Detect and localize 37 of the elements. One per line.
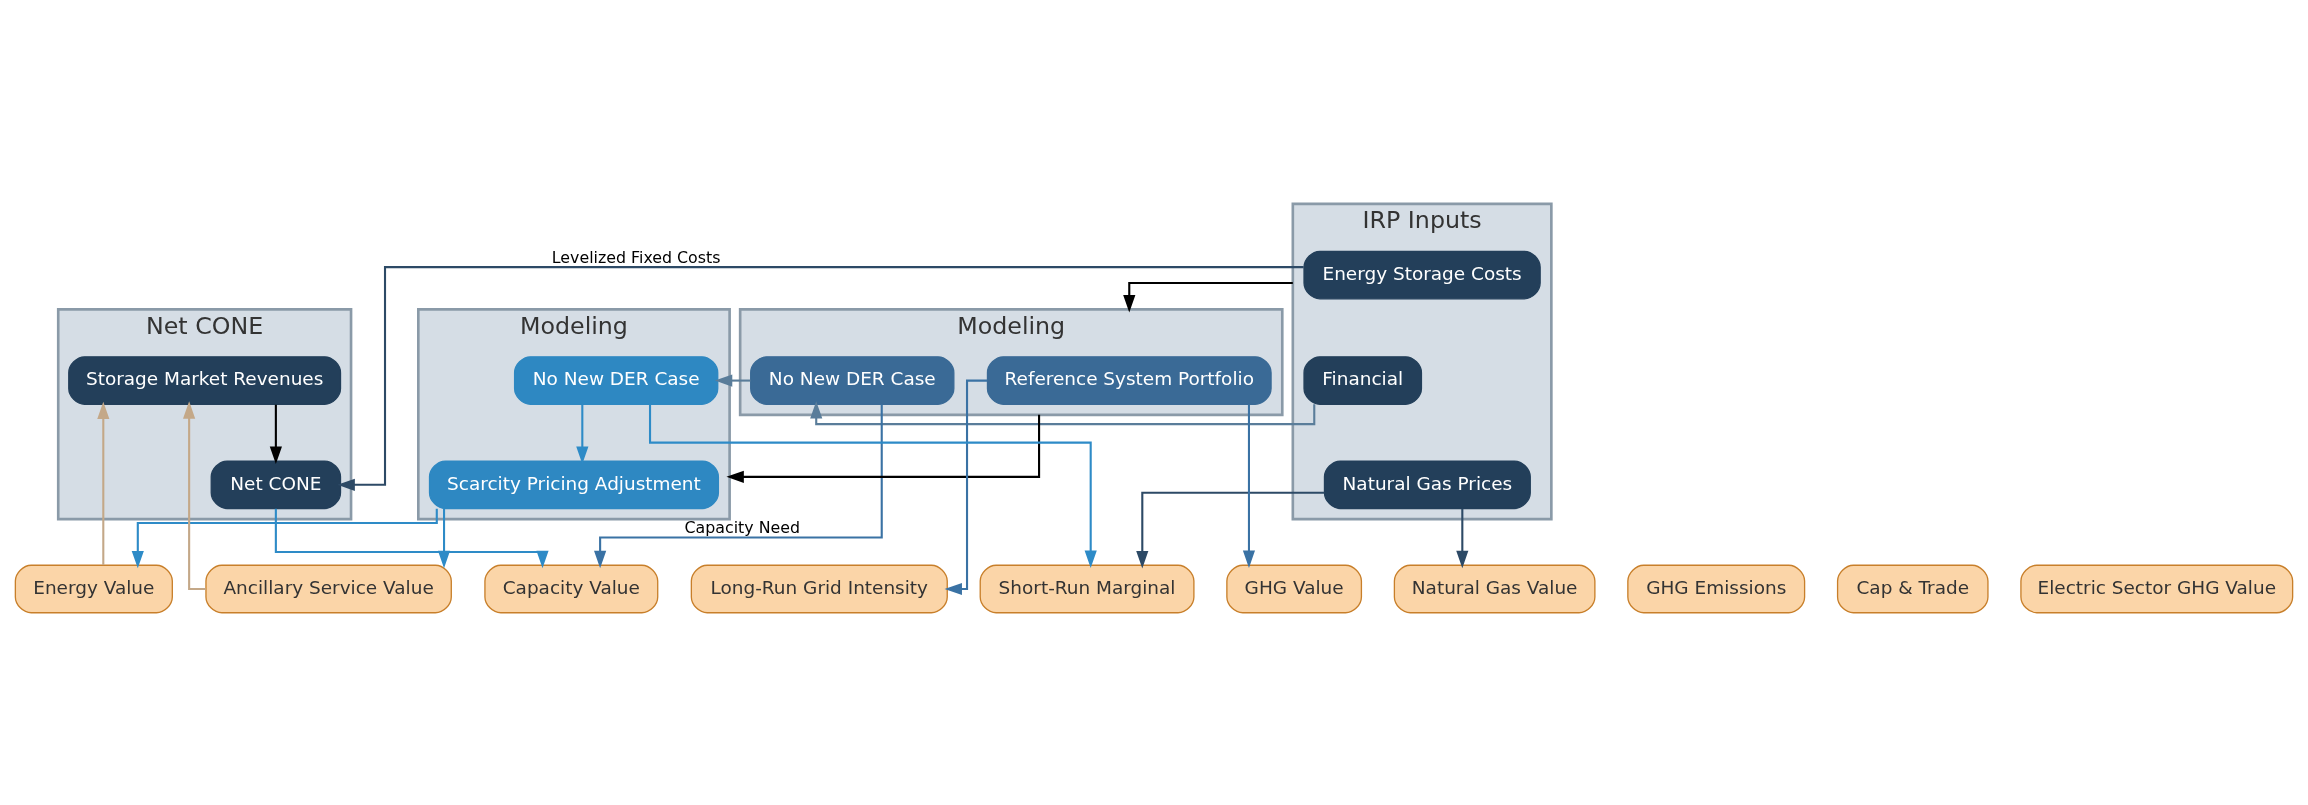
arrow: [97, 401, 110, 565]
node-box: No New DER Case: [750, 355, 955, 405]
node-box: Natural Gas Prices: [1323, 459, 1531, 509]
node-box: Short-Run Marginal: [979, 564, 1195, 613]
arrow: [131, 508, 438, 568]
node-box: Storage Market Revenues: [68, 355, 342, 405]
arrow: [810, 400, 1316, 425]
node-box: Ancillary Service Value: [205, 564, 452, 613]
arrow: [269, 404, 282, 464]
node-box: Net CONE: [210, 459, 342, 509]
node-box: GHG Value: [1226, 564, 1363, 613]
node-box: Electric Sector GHG Value: [2020, 564, 2294, 613]
arrow: [1123, 281, 1293, 313]
arrow: [714, 373, 751, 387]
node-box: Energy Storage Costs: [1303, 250, 1541, 299]
arrow: [648, 403, 1097, 568]
node-box: No New DER Case: [513, 355, 719, 405]
node-box: Cap & Trade: [1836, 564, 1989, 613]
arrow: [726, 414, 1041, 483]
node-box: GHG Emissions: [1627, 564, 1806, 613]
node-box: Financial: [1303, 355, 1423, 405]
node-box: Energy Value: [14, 564, 173, 613]
arrow: [1136, 491, 1325, 568]
edge-label: Capacity Need: [684, 517, 801, 537]
arrow: [944, 379, 988, 595]
arrow: [594, 403, 883, 568]
arrow: [1456, 508, 1469, 568]
node-box: Reference System Portfolio: [986, 355, 1272, 405]
arrow: [337, 265, 1304, 491]
edge-label: Levelized Fixed Costs: [551, 247, 721, 267]
arrow: [1242, 404, 1256, 568]
node-box: Long-Run Grid Intensity: [690, 564, 948, 613]
node-box: Natural Gas Value: [1393, 564, 1596, 613]
node-box: Scarcity Pricing Adjustment: [428, 459, 720, 509]
arrow: [183, 400, 206, 590]
node-box: Capacity Value: [484, 564, 659, 613]
arrow: [576, 404, 589, 464]
